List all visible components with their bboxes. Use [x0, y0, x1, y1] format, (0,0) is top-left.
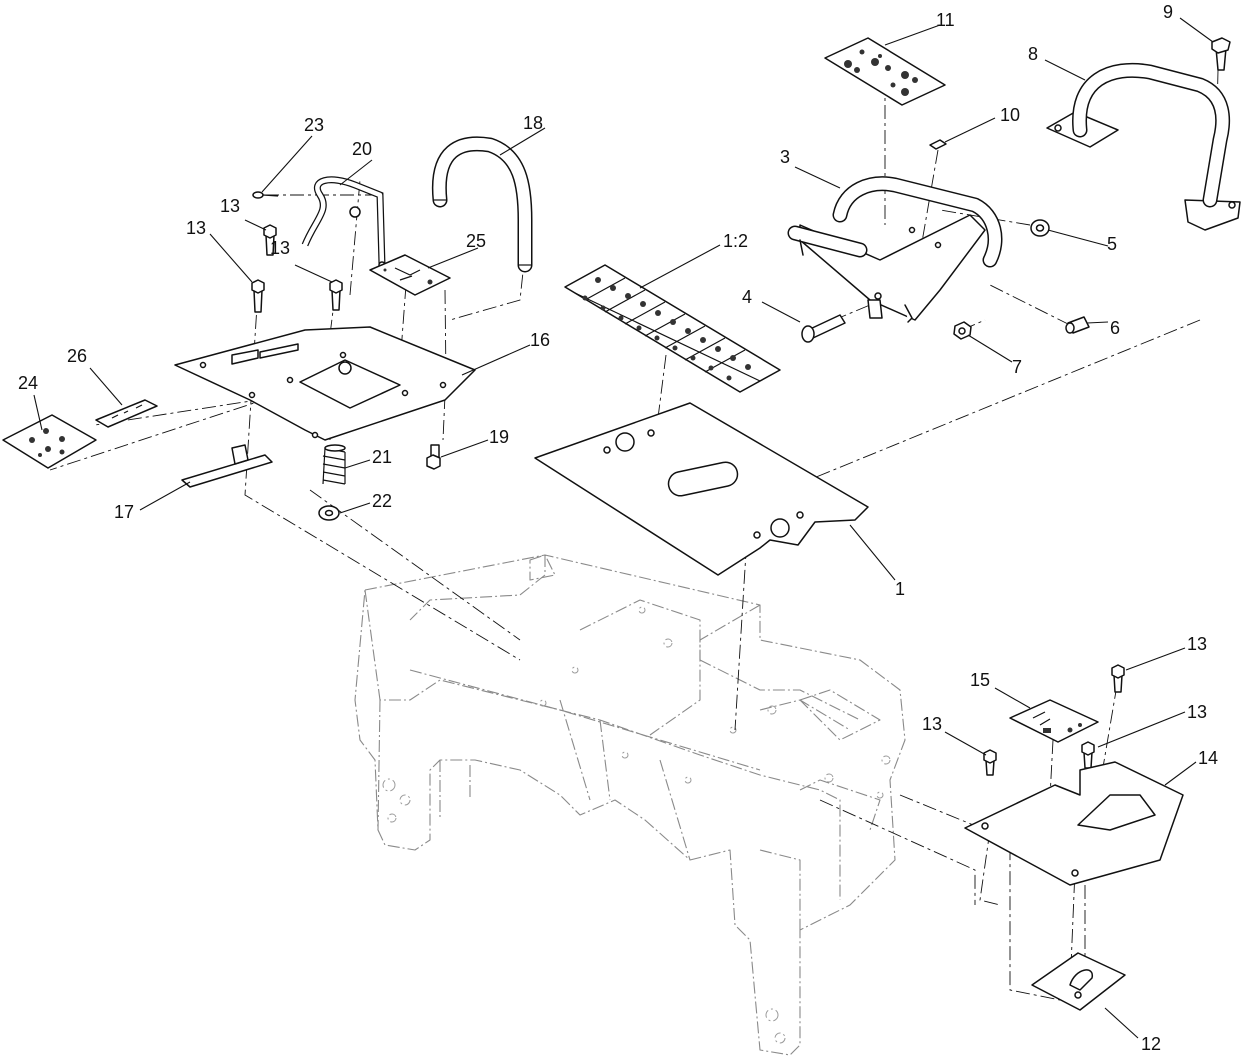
callout-13a: 13 — [186, 218, 206, 238]
part-6-spacer — [1065, 316, 1090, 334]
callout-23: 23 — [304, 115, 324, 135]
part-8-handle — [1046, 62, 1241, 231]
callout-25: 25 — [466, 231, 486, 251]
part-1-cover-plate — [534, 402, 869, 576]
part-19-bolt — [426, 444, 441, 470]
part-12-bracket-plate — [1031, 952, 1126, 1011]
callout-15: 15 — [970, 670, 990, 690]
callout-6: 6 — [1110, 318, 1120, 338]
part-1-2-decal — [564, 264, 781, 393]
part-13-screws — [251, 224, 1125, 776]
callout-8: 8 — [1028, 44, 1038, 64]
callout-13d: 13 — [1187, 634, 1207, 654]
screw-13e — [983, 749, 997, 776]
part-20-linkage-rod — [301, 176, 386, 269]
screw-13b — [263, 224, 277, 256]
part-18-handle — [431, 136, 533, 273]
part-17-bar — [181, 444, 273, 488]
callout-26: 26 — [67, 346, 87, 366]
callout-1-2: 1:2 — [723, 231, 748, 251]
part-5-washer — [1030, 219, 1050, 237]
part-22-washer — [318, 505, 340, 521]
part-23-cotter-pin — [252, 191, 279, 199]
part-7-nut — [953, 321, 972, 340]
part-3-handle-bracket — [787, 176, 1003, 323]
callout-5: 5 — [1107, 234, 1117, 254]
callout-22: 22 — [372, 491, 392, 511]
callout-19: 19 — [489, 427, 509, 447]
part-10-small-decal — [929, 139, 947, 150]
callout-4: 4 — [742, 287, 752, 307]
screw-13f — [1081, 741, 1095, 769]
callout-13e: 13 — [922, 714, 942, 734]
callout-9: 9 — [1163, 2, 1173, 22]
callout-18: 18 — [523, 113, 543, 133]
callout-13f: 13 — [1187, 702, 1207, 722]
part-21-spring — [322, 444, 346, 485]
part-14-plate — [964, 761, 1184, 886]
screw-13d — [1111, 664, 1125, 693]
callout-11: 11 — [936, 10, 955, 30]
part-11-decal — [824, 37, 946, 106]
callout-labels: 1 1:2 3 4 5 6 7 8 9 10 11 12 13 13 13 13… — [18, 2, 1218, 1054]
screw-13c — [329, 279, 343, 311]
callout-20: 20 — [352, 139, 372, 159]
part-26-decal — [95, 399, 158, 428]
callout-10: 10 — [1000, 105, 1020, 125]
part-15-decal — [1009, 699, 1099, 743]
part-25-decal — [369, 254, 451, 296]
part-4-bolt — [801, 314, 846, 343]
callout-13b: 13 — [220, 196, 240, 216]
screw-13a — [251, 279, 265, 313]
callout-21: 21 — [372, 447, 392, 467]
callout-16: 16 — [530, 330, 550, 350]
callout-17: 17 — [114, 502, 134, 522]
leader-lines — [33, 17, 1214, 1039]
callout-14: 14 — [1198, 748, 1218, 768]
part-16-control-plate — [174, 326, 476, 441]
callout-24: 24 — [18, 373, 38, 393]
part-9-bolt — [1211, 37, 1231, 71]
callout-1: 1 — [895, 579, 905, 599]
callout-12: 12 — [1141, 1034, 1161, 1054]
part-24-decal — [2, 414, 97, 469]
callout-3: 3 — [780, 147, 790, 167]
frame-phantom — [354, 554, 906, 1056]
callout-13c: 13 — [270, 238, 290, 258]
callout-7: 7 — [1012, 357, 1022, 377]
